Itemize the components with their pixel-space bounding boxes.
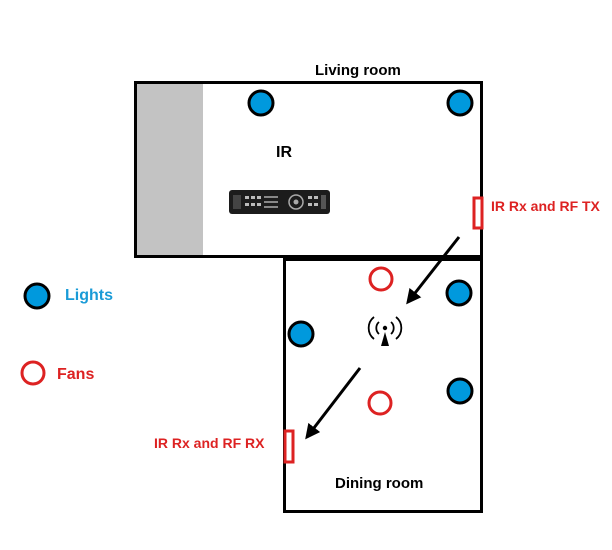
fan-icon xyxy=(367,390,393,416)
ir-label: IR xyxy=(276,144,292,161)
light-icon xyxy=(446,89,474,117)
light-icon xyxy=(446,377,474,405)
dining-room-walls xyxy=(283,258,483,513)
ir-rx-rf-tx-label: IR Rx and RF TX xyxy=(491,198,600,214)
legend-light-icon xyxy=(23,282,51,310)
light-icon xyxy=(445,279,473,307)
legend-lights-label: Lights xyxy=(65,287,113,304)
legend-fan-icon xyxy=(20,360,46,386)
wireless-antenna-icon xyxy=(367,316,403,346)
ir-rx-rf-tx-device xyxy=(472,196,484,230)
ir-rx-rf-rx-device xyxy=(283,429,295,464)
dining-room-label: Dining room xyxy=(335,475,424,492)
legend-fans-label: Fans xyxy=(57,366,95,383)
light-icon xyxy=(287,320,315,348)
living-room-label: Living room xyxy=(315,62,401,79)
living-room xyxy=(134,81,483,258)
signal-arrow-tx-to-antenna xyxy=(406,236,461,305)
living-room-walls xyxy=(134,81,483,258)
fan-icon xyxy=(368,266,394,292)
dining-room xyxy=(283,258,483,513)
ir-rx-rf-rx-label: IR Rx and RF RX xyxy=(154,435,265,451)
living-room-shaded-area xyxy=(137,84,203,255)
signal-arrow-antenna-to-rx xyxy=(305,367,362,440)
light-icon xyxy=(247,89,275,117)
ir-remote-control-icon xyxy=(229,190,330,214)
